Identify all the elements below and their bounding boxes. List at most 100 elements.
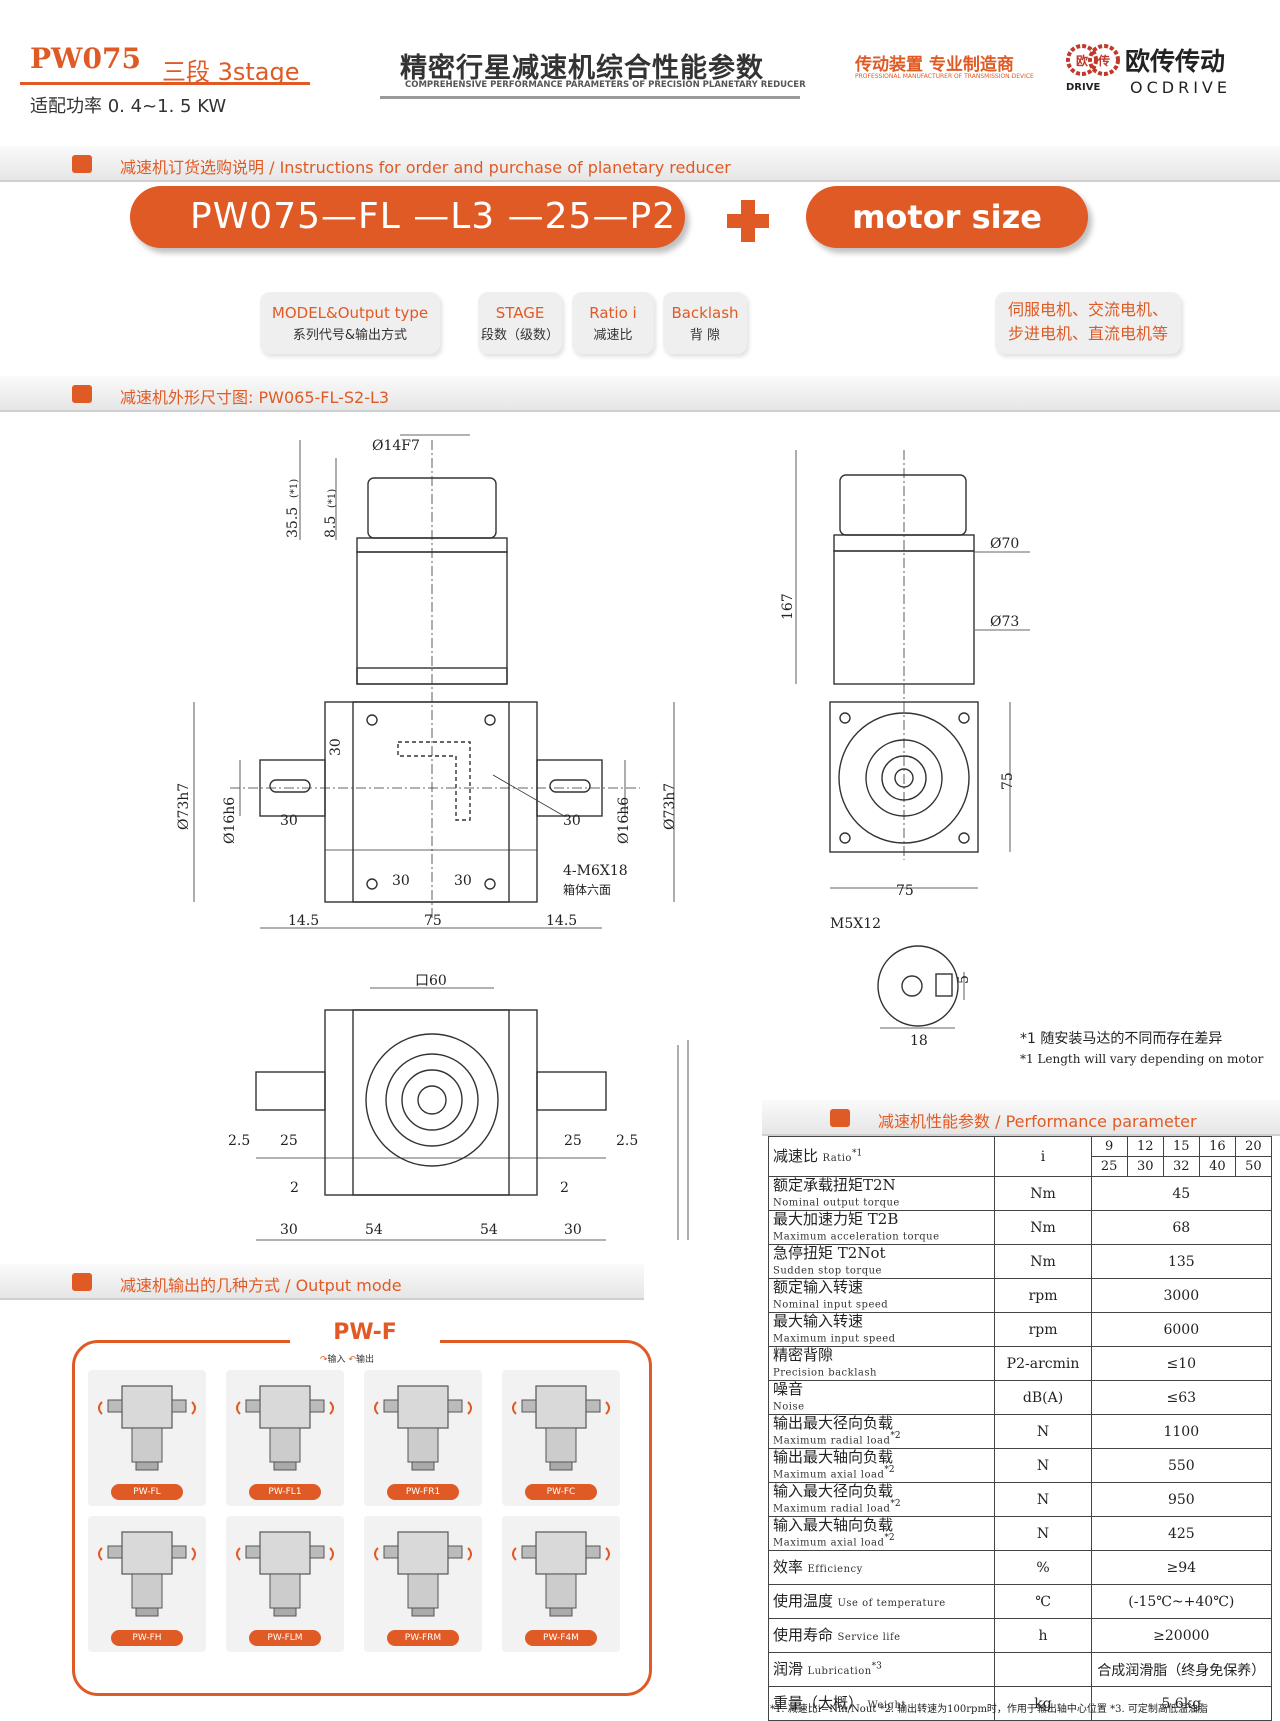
label-d73-right: Ø73h7 [662,783,678,830]
param-label-en: Service life [837,1631,901,1643]
section-title-drawing: 减速机外形尺寸图: PW065-FL-S2-L3 [120,384,389,408]
gearbox-thumbnail-icon [512,1385,610,1471]
param-unit: rpm [994,1312,1092,1347]
section-title-output: 减速机输出的几种方式 / Output mode [120,1272,402,1296]
page-subtitle: COMPREHENSIVE PERFORMANCE PARAMETERS OF … [405,80,806,90]
param-value: 3000 [1090,1278,1273,1313]
section-title-order: 减速机订货选购说明 / Instructions for order and p… [120,154,731,178]
label-m5: M5X12 [830,916,881,932]
performance-row: 润滑 Lubrication*3 合成润滑脂（终身免保养） [767,1652,1273,1687]
label-star-a: (*1) [289,479,300,498]
chip-model-cn: 系列代号&输出方式 [292,328,408,343]
param-unit: h [994,1618,1092,1653]
section-title-en: / Performance parameter [990,1112,1197,1131]
ratio-cell: 15 [1162,1136,1200,1157]
label-75-front: 75 [424,913,442,929]
param-unit: N [994,1482,1092,1517]
chip-model-en: MODEL&Output type [271,304,429,322]
label-screw-cn: 箱体六面 [563,882,611,897]
output-mode-card: PW-FR1 [364,1370,482,1506]
output-mode-tag: PW-FH [111,1630,183,1646]
output-mode-tag: PW-FR1 [387,1484,459,1500]
param-label-en: Maximum input speed [773,1333,896,1345]
param-label-cn: 精密背隙 [773,1345,834,1364]
param-label: 重量（大概） Weight [767,1686,996,1721]
label-screw: 4-M6X18 [563,863,628,879]
param-value: 425 [1090,1516,1273,1551]
param-value: (-15℃~+40℃) [1090,1584,1273,1619]
ratio-cell: 40 [1198,1156,1236,1177]
param-footnote-mark: *2 [890,1430,901,1441]
ratio-cell: 16 [1198,1136,1236,1157]
chip-ratio-en: Ratio i [589,304,637,322]
section-title-cn: 减速机性能参数 [878,1112,991,1131]
param-unit: Nm [994,1176,1092,1211]
param-value: 950 [1090,1482,1273,1517]
param-label-en: Nominal input speed [773,1299,889,1311]
param-value: 550 [1090,1448,1273,1483]
performance-row: 使用温度 Use of temperature℃(-15℃~+40℃) [767,1584,1273,1619]
param-label-cn: 重量（大概） [773,1693,864,1712]
performance-footnote: *1. 减速比i=Nin/Nout *2. 输出转速为100rpm时，作用于输出… [770,1704,1208,1715]
section-title-performance: 减速机性能参数 / Performance parameter [878,1108,1197,1132]
performance-table: 减速比 Ratio*1 i 9 12 15 16 20 25 30 32 40 … [767,1136,1273,1721]
label-2-right: 2 [560,1180,569,1196]
footnote-cn: *1 随安装马达的不同而存在差异 [1020,1031,1223,1047]
tagline: 传动装置 专业制造商 [855,55,1014,75]
performance-row: 效率 Efficiency%≥94 [767,1550,1273,1585]
param-footnote-mark: *2 [884,1532,895,1543]
label-d70: Ø70 [990,536,1019,552]
top-right-shaft [536,1071,607,1111]
param-label: 润滑 Lubrication*3 [767,1652,996,1687]
label-d73-side: Ø73 [990,614,1019,630]
param-value: 合成润滑脂（终身免保养） [1090,1652,1273,1687]
param-unit [994,1652,1092,1687]
label-30-vert: 30 [328,738,344,756]
chip-ratio-cn: 减速比 [593,328,633,343]
output-mode-card: PW-FH [88,1516,206,1652]
logo-char-2: 传 [1097,53,1110,68]
param-label-en: Maximum radial load [773,1503,891,1515]
param-label: 使用温度 Use of temperature [767,1584,996,1619]
param-label-en: Use of temperature [837,1597,946,1609]
param-label-cn: 额定承载扭矩T2N [773,1175,896,1194]
gearbox-thumbnail-icon [98,1531,196,1617]
chip-motor-types: 伺服电机、交流电机、步进电机、直流电机等 [995,292,1181,354]
label-2-5-left: 2.5 [228,1133,250,1149]
param-unit: N [994,1414,1092,1449]
gearbox-thumbnail-icon [98,1385,196,1471]
chip-ratio: Ratio i 减速比 [572,292,654,354]
section-title-cn: 减速机订货选购说明 [120,158,265,177]
param-footnote-mark: *2 [884,1464,895,1475]
section-bar-order [0,146,1280,182]
legend-out: 输出 [355,1355,374,1365]
param-value: ≥94 [1090,1550,1273,1585]
ratio-label-en: Ratio [822,1152,852,1164]
label-75-side: 75 [896,883,914,899]
ratio-unit: i [994,1136,1092,1177]
section-square-icon [72,385,92,403]
gearbox-thumbnail-icon [374,1385,472,1471]
section-title-en: / Instructions for order and purchase of… [264,158,731,177]
label-167: 167 [780,593,796,620]
label-30-right: 30 [563,813,581,829]
output-mode-tag: PW-FRM [387,1630,459,1646]
label-d16-right: Ø16h6 [616,797,632,844]
gearbox-front [324,701,538,903]
technical-drawing: Ø14F7 35.5 (*1) 8.5 (*1) Ø73h7 Ø73h7 Ø16… [176,434,1030,1241]
ratio-cell: 50 [1234,1156,1273,1177]
param-label-cn: 输入最大轴向负载 [773,1515,894,1534]
